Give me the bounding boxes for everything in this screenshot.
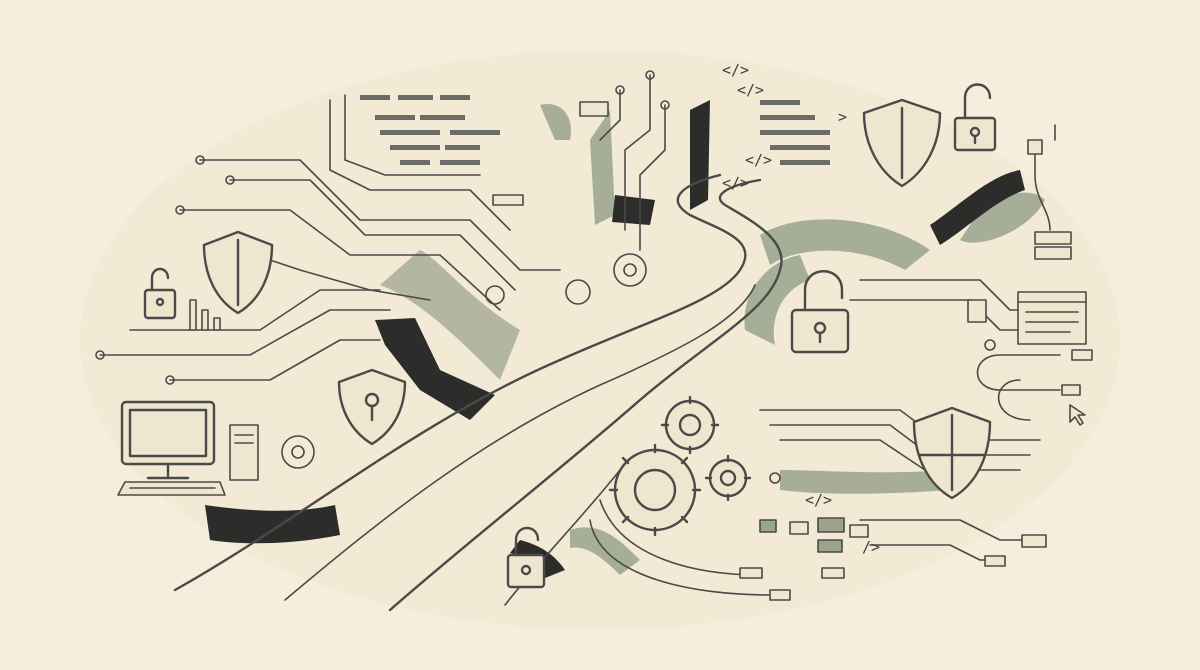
server-icon bbox=[229, 231, 1072, 481]
padlock-open-icon bbox=[506, 526, 546, 589]
keyboard-icon bbox=[117, 481, 226, 496]
sage-fills bbox=[380, 104, 1045, 575]
monitor-icon bbox=[120, 400, 216, 480]
ui-blocks bbox=[492, 101, 869, 553]
code-tag-b: </> bbox=[737, 81, 764, 99]
gear-icon bbox=[660, 395, 720, 455]
winding-road bbox=[173, 173, 783, 612]
gear-icon bbox=[281, 253, 647, 469]
shield-icon bbox=[337, 368, 407, 446]
window-icon bbox=[967, 291, 1087, 345]
code-tags: </> </> </> > </> </> /> bbox=[722, 61, 880, 556]
code-tag-c: </> bbox=[745, 151, 772, 169]
padlock-open-icon bbox=[790, 270, 850, 354]
code-snippet-right bbox=[760, 100, 830, 165]
gear-icon bbox=[704, 454, 752, 502]
code-tag-f: </> bbox=[805, 491, 832, 509]
code-tag-a: </> bbox=[722, 61, 749, 79]
usb-cable-icon bbox=[739, 124, 1093, 601]
padlock-open-icon bbox=[143, 267, 177, 320]
cursor-icon bbox=[1069, 404, 1086, 426]
code-tag-g: /> bbox=[862, 538, 880, 556]
shield-icon bbox=[912, 406, 992, 500]
bar-chart-icon bbox=[189, 299, 221, 331]
gear-icon bbox=[608, 443, 702, 537]
trace-nodes bbox=[95, 70, 996, 484]
code-tag-d: > bbox=[838, 108, 847, 126]
padlock-open-icon bbox=[953, 83, 997, 152]
shield-icon bbox=[202, 230, 274, 315]
shield-icon bbox=[862, 98, 942, 188]
code-snippet-top bbox=[360, 95, 500, 165]
code-tag-e: </> bbox=[722, 174, 749, 192]
